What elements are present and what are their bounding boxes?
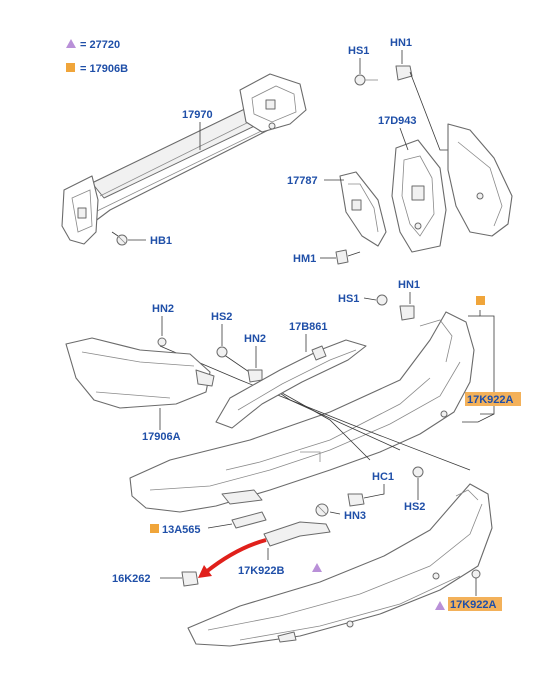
screw-hs2-top [216, 346, 228, 358]
label-hs2-bottom: HS2 [404, 501, 425, 513]
sensor-16k262 [181, 571, 199, 587]
legend-square-text: = 17906B [80, 63, 128, 75]
side-panel-17906a [65, 337, 215, 409]
trim-strip-17k922b [263, 521, 331, 547]
legend: = 27720 = 17906B [66, 39, 128, 75]
bolt-hb1 [111, 231, 146, 246]
reinforcement-beam-17970 [61, 73, 307, 245]
label-hc1: HC1 [372, 471, 394, 483]
label-hs1-mid: HS1 [338, 293, 359, 305]
clip-17k922a-lower [471, 569, 481, 579]
orange-marker-13a565 [150, 524, 159, 533]
red-arrow-head [198, 565, 212, 578]
label-hb1: HB1 [150, 235, 172, 247]
nut-hn2-mid [247, 369, 263, 383]
highlight-17k922a-bottom [448, 597, 502, 611]
label-hn3: HN3 [344, 510, 366, 522]
label-hs1-top: HS1 [348, 45, 369, 57]
clip-hc1 [347, 493, 365, 507]
label-17906a: 17906A [142, 431, 181, 443]
bumper-cover-upper [129, 311, 475, 513]
label-17970: 17970 [182, 109, 213, 121]
label-17787: 17787 [287, 175, 318, 187]
nut-hn1-mid [399, 305, 415, 321]
purple-marker-17k922a [435, 601, 445, 610]
label-13a565: 13A565 [162, 524, 201, 536]
bumper-cover-lower [187, 483, 493, 647]
side-bracket-panel [447, 123, 513, 237]
legend-triangle-text: = 27720 [80, 39, 120, 51]
label-17k922a-bottom: 17K922A [450, 599, 497, 611]
label-16k262: 16K262 [112, 573, 151, 585]
label-hs2-top: HS2 [211, 311, 232, 323]
purple-marker-lower [312, 563, 322, 572]
label-17d943: 17D943 [378, 115, 417, 127]
label-17b861: 17B861 [289, 321, 328, 333]
label-hn1-top: HN1 [390, 37, 412, 49]
label-hm1: HM1 [293, 253, 316, 265]
screw-hs1-top [354, 74, 366, 86]
orange-square-icon [66, 63, 75, 72]
screw-hs1-mid [376, 294, 388, 306]
red-arrow [204, 538, 267, 574]
label-17k922b: 17K922B [238, 565, 285, 577]
highlight-17k922a-top [465, 392, 521, 406]
reflector-13a565 [231, 511, 267, 529]
nut-hn1-top [395, 65, 413, 81]
label-hn2-left: HN2 [152, 303, 174, 315]
orange-marker-top [476, 296, 485, 305]
purple-triangle-icon [66, 39, 76, 48]
screw-hs2-bottom [412, 466, 424, 478]
bracket-17787 [339, 171, 387, 247]
label-hn1-mid: HN1 [398, 279, 420, 291]
clip-hm1 [335, 249, 349, 265]
label-17k922a-top: 17K922A [467, 394, 514, 406]
bracket-17d943 [391, 139, 447, 253]
bracket-17b861 [215, 339, 367, 429]
nut-hn2-left [157, 337, 167, 347]
label-hn2-mid: HN2 [244, 333, 266, 345]
